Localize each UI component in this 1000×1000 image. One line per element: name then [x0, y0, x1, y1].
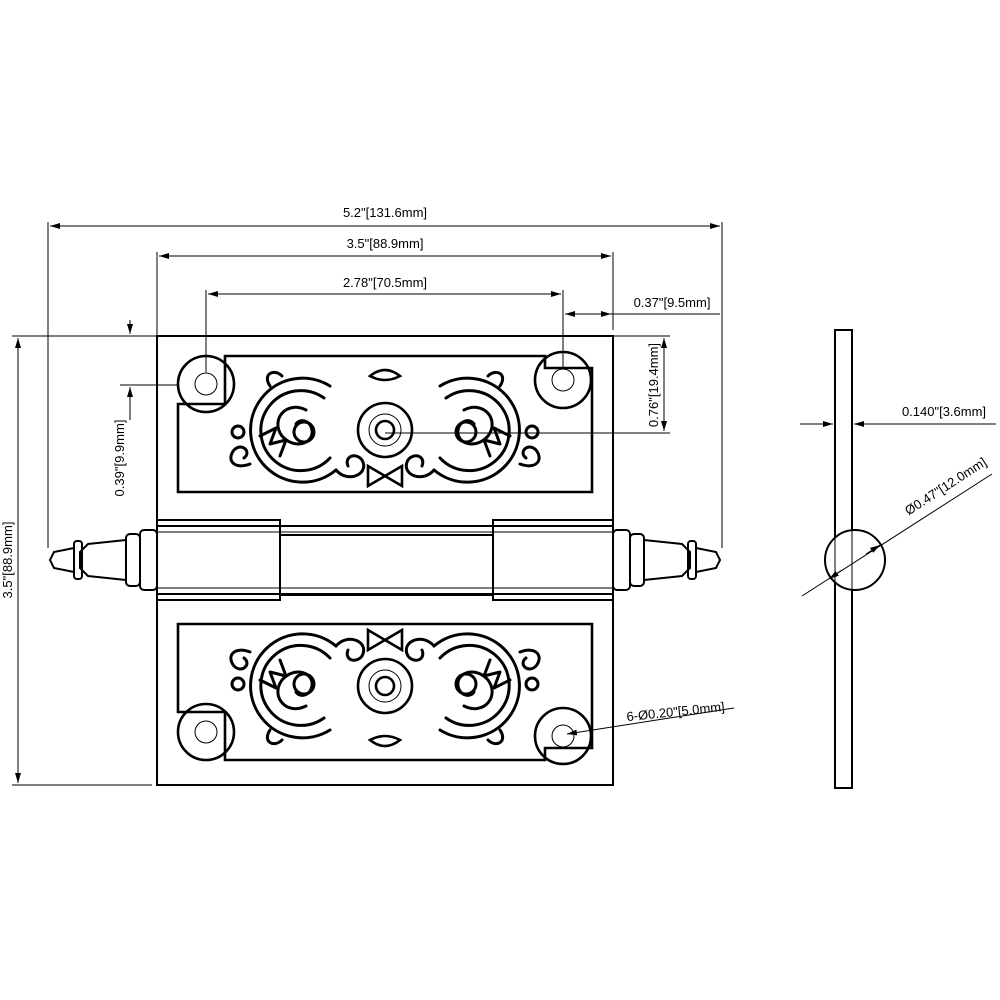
height-label: 3.5"[88.9mm] — [0, 522, 15, 599]
screw-holes-label: 6-Ø0.20"[5.0mm] — [626, 699, 726, 724]
hinge-front-view — [48, 335, 722, 786]
dimension-thickness: 0.140"[3.6mm] — [800, 404, 996, 427]
hole-top-offset-label: 0.39"[9.9mm] — [112, 420, 127, 497]
top-plate-ornament — [176, 350, 594, 494]
side-knuckle — [824, 529, 886, 591]
hole-spacing-label: 2.78"[70.5mm] — [343, 275, 427, 290]
dimension-hole-spacing: 2.78"[70.5mm] — [205, 275, 564, 372]
thickness-label: 0.140"[3.6mm] — [902, 404, 986, 419]
leaf-width-label: 3.5"[88.9mm] — [347, 236, 424, 251]
bottom-plate-ornament — [176, 622, 594, 766]
dimension-height: 3.5"[88.9mm] — [0, 335, 152, 786]
hinge-side-view: 0.140"[3.6mm] Ø0.47"[12.0mm] — [800, 329, 996, 789]
dimension-overall-width: 5.2"[131.6mm] — [47, 205, 723, 548]
knuckle-barrel — [48, 519, 722, 601]
center-hole-offset-label: 0.76"[19.4mm] — [646, 343, 661, 427]
dimension-hole-edge-offset: 0.37"[9.5mm] — [565, 295, 720, 317]
dimension-leaf-width: 3.5"[88.9mm] — [156, 236, 614, 336]
knuckle-diameter-label: Ø0.47"[12.0mm] — [902, 454, 989, 518]
dimension-hole-top-offset: 0.39"[9.9mm] — [112, 320, 178, 496]
dimension-center-hole-offset: 0.76"[19.4mm] — [385, 335, 670, 434]
hole-edge-offset-label: 0.37"[9.5mm] — [634, 295, 711, 310]
overall-width-label: 5.2"[131.6mm] — [343, 205, 427, 220]
